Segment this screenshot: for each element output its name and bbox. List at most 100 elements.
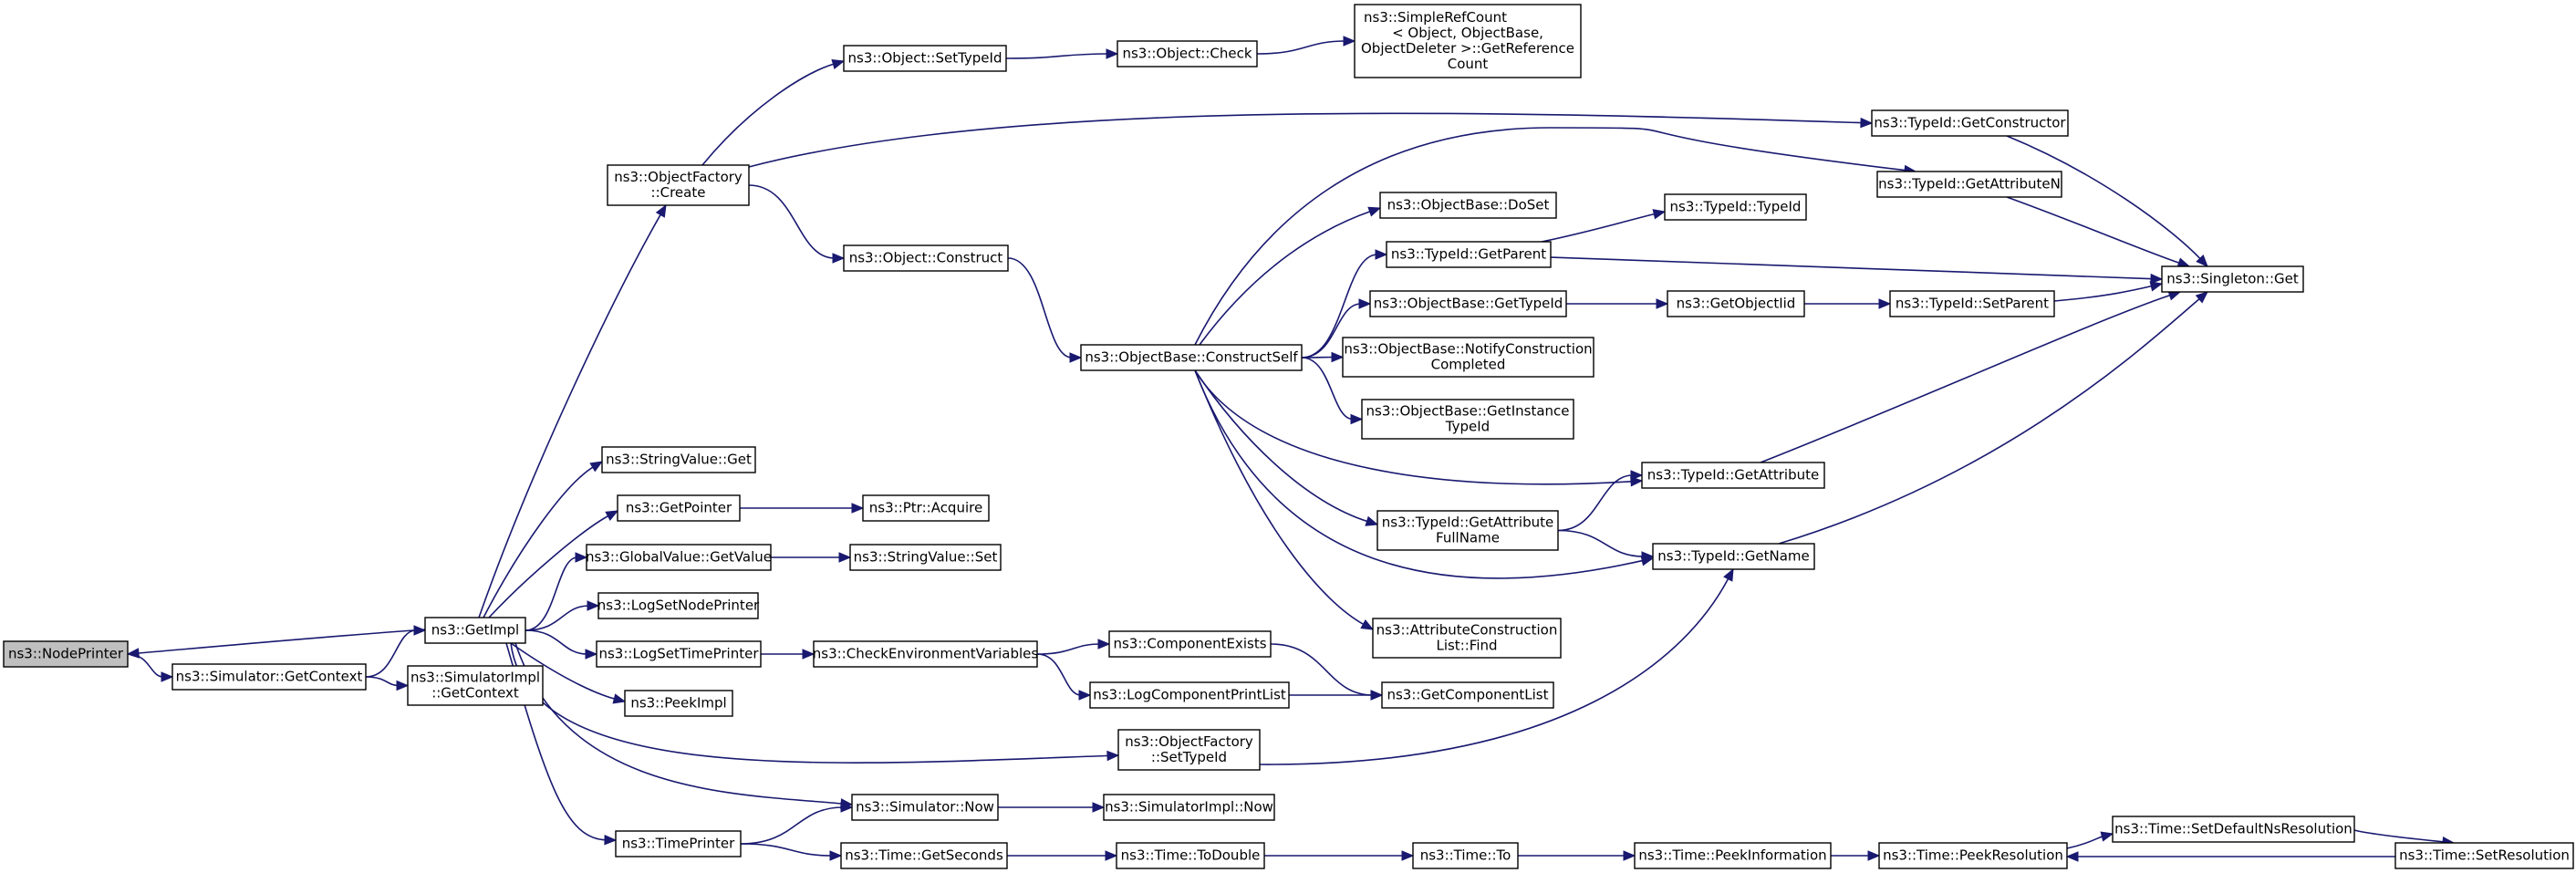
edge-line (365, 676, 400, 687)
node-label: ns3::TypeId::SetParent (1896, 296, 2049, 312)
node-simulatorimpl-now[interactable]: ns3::SimulatorImpl::Now (1103, 794, 1275, 821)
edge-arrowhead (1365, 515, 1379, 526)
node-typeid-typeid[interactable]: ns3::TypeId::TypeId (1664, 193, 1807, 221)
node-box (813, 640, 1038, 668)
edge-line (2006, 196, 2181, 265)
node-simplerefcount[interactable]: ns3::SimpleRefCount< Object, ObjectBase,… (1354, 4, 1582, 78)
node-getobjectiid[interactable]: ns3::GetObjectIid (1667, 290, 1805, 317)
node-label: ns3::GetObjectIid (1677, 296, 1796, 312)
node-simimpl-getcontext[interactable]: ns3::SimulatorImpl::GetContext (407, 665, 544, 706)
node-getcomponentlist[interactable]: ns3::GetComponentList (1381, 681, 1554, 709)
edge-arrowhead (1375, 249, 1388, 260)
node-box (1108, 630, 1272, 658)
node-stringvalue-get[interactable]: ns3::StringValue::Get (601, 446, 756, 473)
edge-line (1301, 303, 1362, 359)
node-logsetnodeprinter[interactable]: ns3::LogSetNodePrinter (597, 592, 760, 619)
edge-arrowhead (655, 203, 667, 218)
node-box (1386, 241, 1552, 268)
node-checkenvvars[interactable]: ns3::CheckEnvironmentVariables (813, 640, 1039, 668)
edge-time-peekinformation-to-time-peekresolution (1831, 850, 1881, 861)
edge-arrowhead (1878, 298, 1892, 309)
edge-line (1007, 257, 1073, 359)
node-logsettimeprinter[interactable]: ns3::LogSetTimePrinter (596, 640, 762, 668)
edge-line (701, 63, 836, 166)
node-typeid-setparent[interactable]: ns3::TypeId::SetParent (1889, 290, 2055, 317)
edge-logsettimeprinter-to-checkenvvars (760, 649, 815, 660)
node-typeid-getparent[interactable]: ns3::TypeId::GetParent (1386, 241, 1552, 268)
node-globalvalue-getvalue[interactable]: ns3::GlobalValue::GetValue (586, 544, 772, 571)
node-objectbase-constructself[interactable]: ns3::ObjectBase::ConstructSelf (1080, 344, 1303, 371)
node-time-setdefaultnsresolution[interactable]: ns3::Time::SetDefaultNsResolution (2112, 816, 2355, 843)
edge-arrowhead (1069, 352, 1083, 363)
node-typeid-getattributen[interactable]: ns3::TypeId::GetAttributeN (1876, 171, 2062, 198)
node-box (615, 830, 742, 857)
node-typeid-getname[interactable]: ns3::TypeId::GetName (1652, 543, 1815, 570)
edge-getpointer-to-ptr-acquire (739, 503, 865, 514)
node-typeid-getattribute[interactable]: ns3::TypeId::GetAttribute (1641, 462, 1825, 489)
edge-objectbase-constructself-to-typeid-getattributefullname (1194, 369, 1379, 526)
node-getpointer[interactable]: ns3::GetPointer (617, 494, 741, 522)
node-label: ns3::ObjectBase::ConstructSelf (1085, 349, 1298, 366)
edge-line (1256, 40, 1346, 55)
edge-logcomponentprintlist-to-getcomponentlist (1289, 690, 1384, 701)
node-object-check[interactable]: ns3::Object::Check (1117, 40, 1258, 68)
edge-getimpl-to-nodeprinter (126, 629, 426, 659)
node-box (2161, 265, 2304, 293)
node-timeprinter[interactable]: ns3::TimePrinter (615, 830, 742, 857)
node-box (1878, 842, 2068, 869)
node-time-peekinformation[interactable]: ns3::Time::PeekInformation (1634, 842, 1832, 869)
edge-getimpl-to-globalvalue-getvalue (525, 552, 588, 631)
node-box (862, 494, 990, 522)
node-stringvalue-set[interactable]: ns3::StringValue::Set (849, 544, 1002, 571)
node-label: ns3::TypeId::GetAttribute (1647, 467, 1819, 483)
edge-arrowhead (413, 625, 427, 636)
node-label: ns3::Time::To (1420, 847, 1511, 864)
node-label: ns3::GlobalValue::GetValue (586, 549, 772, 566)
node-label: ns3::AttributeConstruction (1376, 622, 1558, 639)
edge-arrowhead (1370, 690, 1384, 701)
node-time-todouble[interactable]: ns3::Time::ToDouble (1116, 842, 1265, 869)
node-objectbase-notifyconstruction[interactable]: ns3::ObjectBase::NotifyConstructionCompl… (1342, 337, 1594, 378)
node-label: ns3::TypeId::GetConstructor (1874, 115, 2066, 131)
node-box (2112, 816, 2355, 843)
node-getimpl[interactable]: ns3::GetImpl (424, 617, 526, 644)
edge-arrowhead (1350, 413, 1364, 425)
node-objfactory-create[interactable]: ns3::ObjectFactory::Create (607, 164, 750, 206)
edge-objectbase-constructself-to-typeid-getparent (1301, 249, 1388, 359)
node-label: ns3::TypeId::GetParent (1391, 246, 1546, 263)
node-object-settypeid[interactable]: ns3::Object::SetTypeId (843, 45, 1007, 72)
edge-arrowhead (1358, 298, 1372, 309)
node-time-peekresolution[interactable]: ns3::Time::PeekResolution (1878, 842, 2068, 869)
edge-line (1194, 369, 1366, 626)
edge-objectbase-constructself-to-objectbase-getinstancetypeid (1301, 357, 1364, 425)
node-time-setresolution[interactable]: ns3::Time::SetResolution (2394, 842, 2574, 869)
node-simulator-now[interactable]: ns3::Simulator::Now (851, 794, 999, 821)
node-ptr-acquire[interactable]: ns3::Ptr::Acquire (862, 494, 990, 522)
edge-line (488, 514, 610, 618)
node-label: ns3::Simulator::GetContext (176, 669, 363, 685)
edge-typeid-setparent-to-singleton-get (2053, 281, 2164, 302)
node-logcomponentprintlist[interactable]: ns3::LogComponentPrintList (1089, 681, 1290, 709)
node-box (1361, 399, 1574, 440)
node-peekimpl[interactable]: ns3::PeekImpl (624, 690, 733, 717)
node-object-construct[interactable]: ns3::Object::Construct (843, 244, 1009, 272)
node-time-getseconds[interactable]: ns3::Time::GetSeconds (840, 842, 1008, 869)
node-sim-getcontext[interactable]: ns3::Simulator::GetContext (171, 663, 367, 691)
edge-typeid-getname-to-singleton-get (1778, 291, 2208, 545)
node-time-to[interactable]: ns3::Time::To (1412, 842, 1519, 869)
node-objectbase-gettypeid[interactable]: ns3::ObjectBase::GetTypeId (1369, 290, 1567, 317)
edge-line (525, 605, 590, 631)
node-componentexists[interactable]: ns3::ComponentExists (1108, 630, 1272, 658)
edge-line (136, 629, 426, 654)
node-objfactory-settypeid[interactable]: ns3::ObjectFactory::SetTypeId (1117, 729, 1261, 771)
node-objectbase-doset[interactable]: ns3::ObjectBase::DoSet (1379, 192, 1557, 219)
edge-getimpl-to-simulator-now (514, 642, 854, 809)
node-typeid-getconstructor[interactable]: ns3::TypeId::GetConstructor (1871, 109, 2069, 137)
node-label: ::SetTypeId (1151, 749, 1227, 765)
node-singleton-get[interactable]: ns3::Singleton::Get (2161, 265, 2304, 293)
node-nodeprinter[interactable]: ns3::NodePrinter (3, 640, 129, 668)
node-label: ns3::StringValue::Set (854, 549, 998, 566)
